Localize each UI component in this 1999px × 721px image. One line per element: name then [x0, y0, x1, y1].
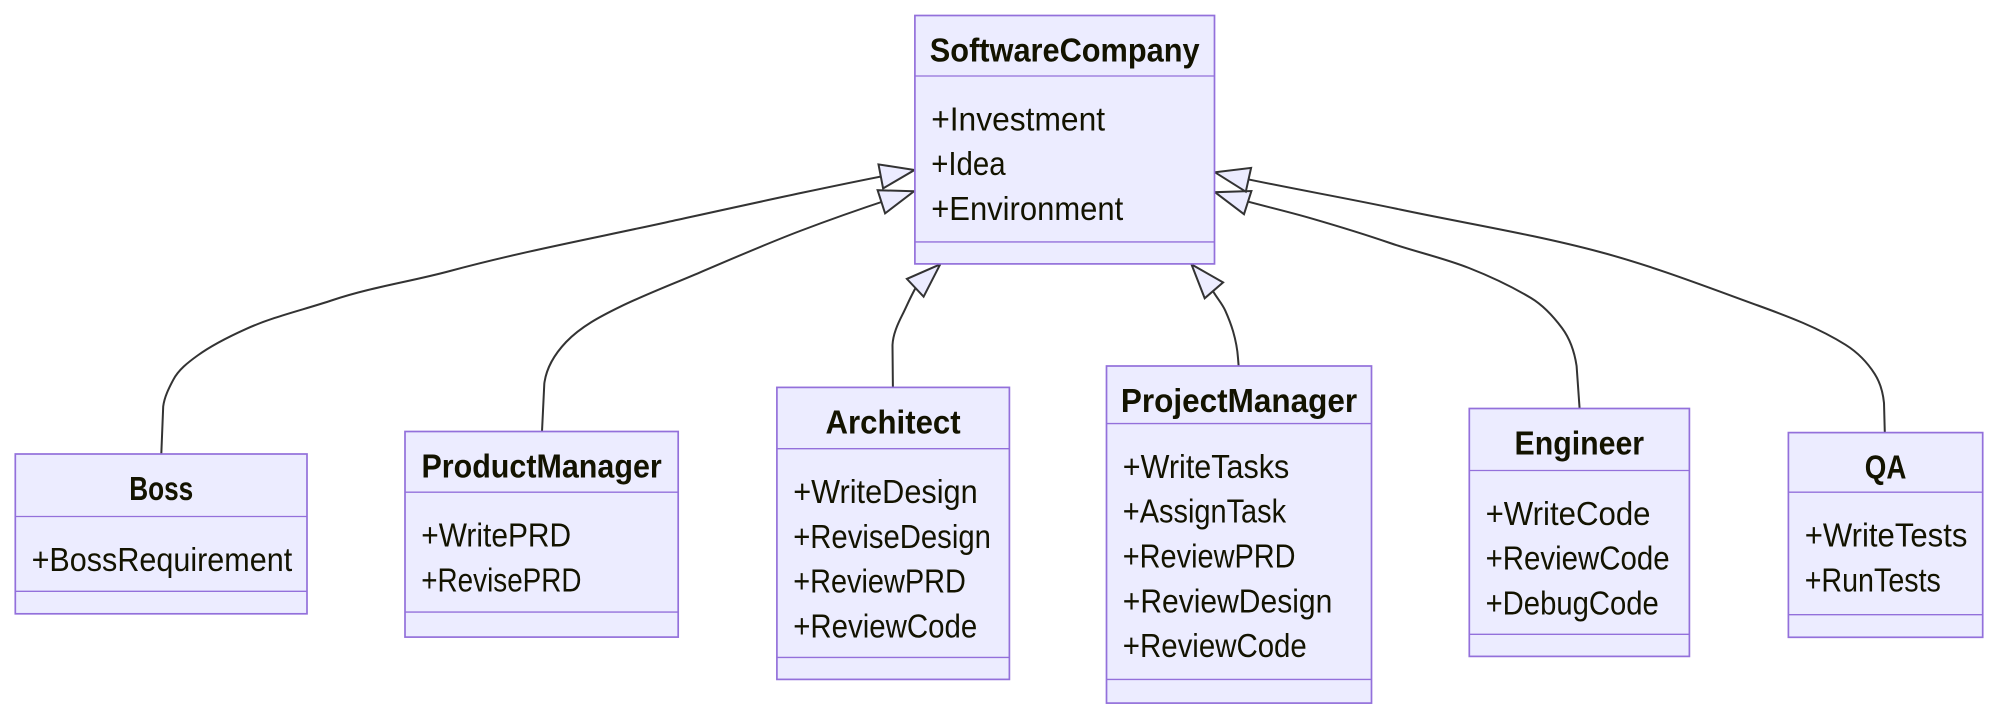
svg-text:ProjectManager: ProjectManager — [1121, 382, 1357, 419]
svg-text:+ReviewPRD: +ReviewPRD — [1123, 538, 1296, 575]
svg-text:+RunTests: +RunTests — [1805, 561, 1941, 598]
svg-text:+BossRequirement: +BossRequirement — [32, 541, 293, 578]
svg-text:+ReviseDesign: +ReviseDesign — [793, 518, 991, 555]
svg-text:+ReviewCode: +ReviewCode — [1123, 627, 1307, 664]
svg-text:+Investment: +Investment — [931, 100, 1105, 137]
svg-text:Boss: Boss — [129, 470, 193, 507]
svg-text:+RevisePRD: +RevisePRD — [421, 561, 581, 598]
svg-text:Architect: Architect — [826, 403, 961, 440]
svg-text:+WriteTests: +WriteTests — [1805, 517, 1968, 554]
svg-text:Engineer: Engineer — [1515, 425, 1645, 462]
svg-text:SoftwareCompany: SoftwareCompany — [930, 32, 1200, 69]
svg-text:+Environment: +Environment — [931, 190, 1123, 227]
svg-text:+AssignTask: +AssignTask — [1123, 493, 1287, 530]
svg-text:+ReviewPRD: +ReviewPRD — [793, 563, 966, 600]
svg-text:+ReviewCode: +ReviewCode — [793, 607, 977, 644]
svg-text:+DebugCode: +DebugCode — [1486, 584, 1659, 621]
svg-text:+Idea: +Idea — [931, 145, 1006, 182]
svg-text:+WritePRD: +WritePRD — [421, 517, 571, 554]
svg-text:+WriteCode: +WriteCode — [1486, 495, 1651, 532]
svg-text:+ReviewCode: +ReviewCode — [1486, 540, 1670, 577]
svg-text:+WriteDesign: +WriteDesign — [793, 473, 978, 510]
svg-text:ProductManager: ProductManager — [421, 448, 661, 485]
svg-text:+ReviewDesign: +ReviewDesign — [1123, 582, 1333, 619]
svg-text:QA: QA — [1865, 449, 1907, 486]
svg-text:+WriteTasks: +WriteTasks — [1123, 448, 1290, 485]
